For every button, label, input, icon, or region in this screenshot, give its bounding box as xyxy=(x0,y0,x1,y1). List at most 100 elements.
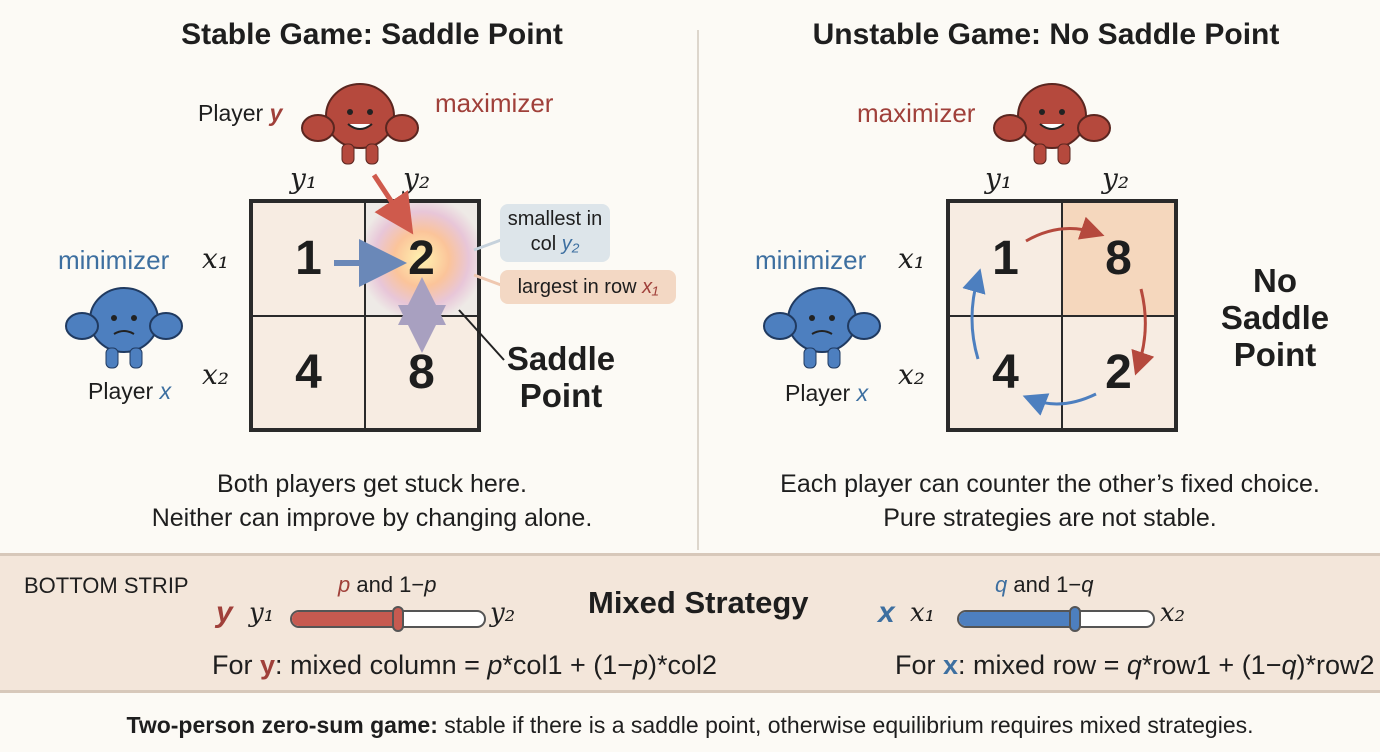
text: Pure strategies are not stable. xyxy=(883,504,1217,532)
t: For xyxy=(895,650,944,680)
text: Point xyxy=(519,377,603,414)
matrix-cell: 2 xyxy=(1062,315,1175,429)
arrow-icon xyxy=(962,268,986,360)
col-label: y₁ xyxy=(985,162,1013,195)
minimizer-character-icon xyxy=(763,287,881,369)
text: col xyxy=(530,233,562,255)
col-label: y₁ xyxy=(290,162,318,195)
t: *row1 + (1− xyxy=(1141,650,1282,680)
col-label: y₂ xyxy=(1102,162,1130,195)
slider-thumb[interactable] xyxy=(1069,606,1082,632)
t: For xyxy=(212,650,261,680)
row-label: x₂ xyxy=(898,358,926,391)
var: p xyxy=(338,572,351,597)
slider-fill xyxy=(292,612,398,626)
t: *col1 + (1− xyxy=(502,650,634,680)
row-label: x₁ xyxy=(202,242,230,275)
q-label: q and 1−q xyxy=(995,572,1094,598)
arrow-icon xyxy=(371,173,414,235)
unstable-title: Unstable Game: No Saddle Point xyxy=(812,18,1280,51)
col-label: y₂ xyxy=(403,162,431,195)
y-var: y xyxy=(269,100,283,126)
x-var: x xyxy=(159,378,172,404)
callout-text: smallest in xyxy=(507,208,603,230)
maximizer-label: maximizer xyxy=(857,98,976,128)
footer-text: stable if there is a saddle point, other… xyxy=(437,712,1254,738)
callout-smallest-in-col: smallest in col y₂ xyxy=(500,204,610,262)
player-x: x xyxy=(878,596,895,629)
t: )*col2 xyxy=(648,650,718,680)
t: )*row2 xyxy=(1296,650,1375,680)
slider-right-label: y₂ xyxy=(490,598,516,628)
y-formula: For y: mixed column = p*col1 + (1−p)*col… xyxy=(212,650,717,681)
player-x-label: Player x xyxy=(785,380,868,407)
footer-summary: Two-person zero-sum game: stable if ther… xyxy=(0,712,1380,739)
var: y₂ xyxy=(561,233,580,255)
minimizer-label: minimizer xyxy=(58,245,170,275)
var: q xyxy=(995,572,1008,597)
text: largest in row xyxy=(517,276,643,298)
matrix-cell: 4 xyxy=(252,315,365,429)
text: Both players get stuck here. xyxy=(217,470,527,498)
unstable-caption: Each player can counter the other’s fixe… xyxy=(730,467,1370,535)
slider-thumb[interactable] xyxy=(391,606,404,632)
slider-right-label: x₂ xyxy=(1160,598,1186,628)
var: q xyxy=(1126,650,1142,680)
matrix-cell: 1 xyxy=(949,202,1062,316)
text: Saddle xyxy=(506,340,616,377)
player-text: Player xyxy=(198,100,270,126)
footer-bold: Two-person zero-sum game: xyxy=(126,712,438,738)
unstable-payoff-matrix: 1 8 4 2 xyxy=(946,199,1178,432)
divider xyxy=(697,30,699,550)
stable-caption: Both players get stuck here. Neither can … xyxy=(52,467,692,535)
text: and 1− xyxy=(1007,572,1082,597)
callout-text: col y₂ xyxy=(500,232,610,257)
stable-title: Stable Game: Saddle Point xyxy=(181,18,563,51)
t: : mixed row = xyxy=(958,650,1127,680)
x-var: x xyxy=(856,380,869,406)
row-label: x₁ xyxy=(898,242,926,275)
player-y-label: Player y xyxy=(198,100,282,127)
var: q xyxy=(1281,650,1297,680)
stable-payoff-matrix: 1 2 4 8 xyxy=(249,199,481,432)
var: q xyxy=(1081,572,1094,597)
player-x-label: Player x xyxy=(88,378,171,405)
p-label: p and 1−p xyxy=(338,572,437,598)
player-text: Player xyxy=(88,378,160,404)
mixed-strategy-title: Mixed Strategy xyxy=(588,585,809,620)
text: Each player can counter the other’s fixe… xyxy=(780,470,1320,498)
var: x xyxy=(943,650,959,680)
minimizer-character-icon xyxy=(65,287,183,369)
row-label: x₂ xyxy=(202,358,230,391)
var: p xyxy=(487,650,503,680)
slider-left-label: y₁ xyxy=(249,598,275,628)
arrow-icon xyxy=(1131,288,1155,376)
text: Neither can improve by changing alone. xyxy=(151,504,593,532)
text: No xyxy=(1253,262,1297,299)
slider-fill xyxy=(959,612,1076,626)
t: : mixed column = xyxy=(275,650,488,680)
matrix-cell: 4 xyxy=(949,315,1062,429)
maximizer-character-icon xyxy=(301,83,419,165)
y-mix-slider[interactable] xyxy=(290,606,486,632)
player-text: Player xyxy=(785,380,857,406)
var: x₁ xyxy=(642,276,659,298)
x-mix-slider[interactable] xyxy=(957,606,1155,632)
slider-left-label: x₁ xyxy=(910,598,936,628)
strip-label: BOTTOM STRIP xyxy=(24,573,189,598)
arrow-icon xyxy=(1025,216,1105,243)
arrow-icon xyxy=(1022,392,1097,416)
var: p xyxy=(633,650,649,680)
var: y xyxy=(260,650,276,680)
maximizer-character-icon xyxy=(993,83,1111,165)
cycle-arrows xyxy=(962,216,1155,416)
x-formula: For x: mixed row = q*row1 + (1−q)*row2 xyxy=(895,650,1375,681)
text: Saddle xyxy=(1220,299,1330,336)
saddle-arrows xyxy=(334,173,505,361)
minimizer-label: minimizer xyxy=(755,245,867,275)
maximizer-label: maximizer xyxy=(435,88,554,118)
player-y: y xyxy=(216,596,233,629)
callout-largest-in-row: largest in row x₁ xyxy=(500,270,676,304)
